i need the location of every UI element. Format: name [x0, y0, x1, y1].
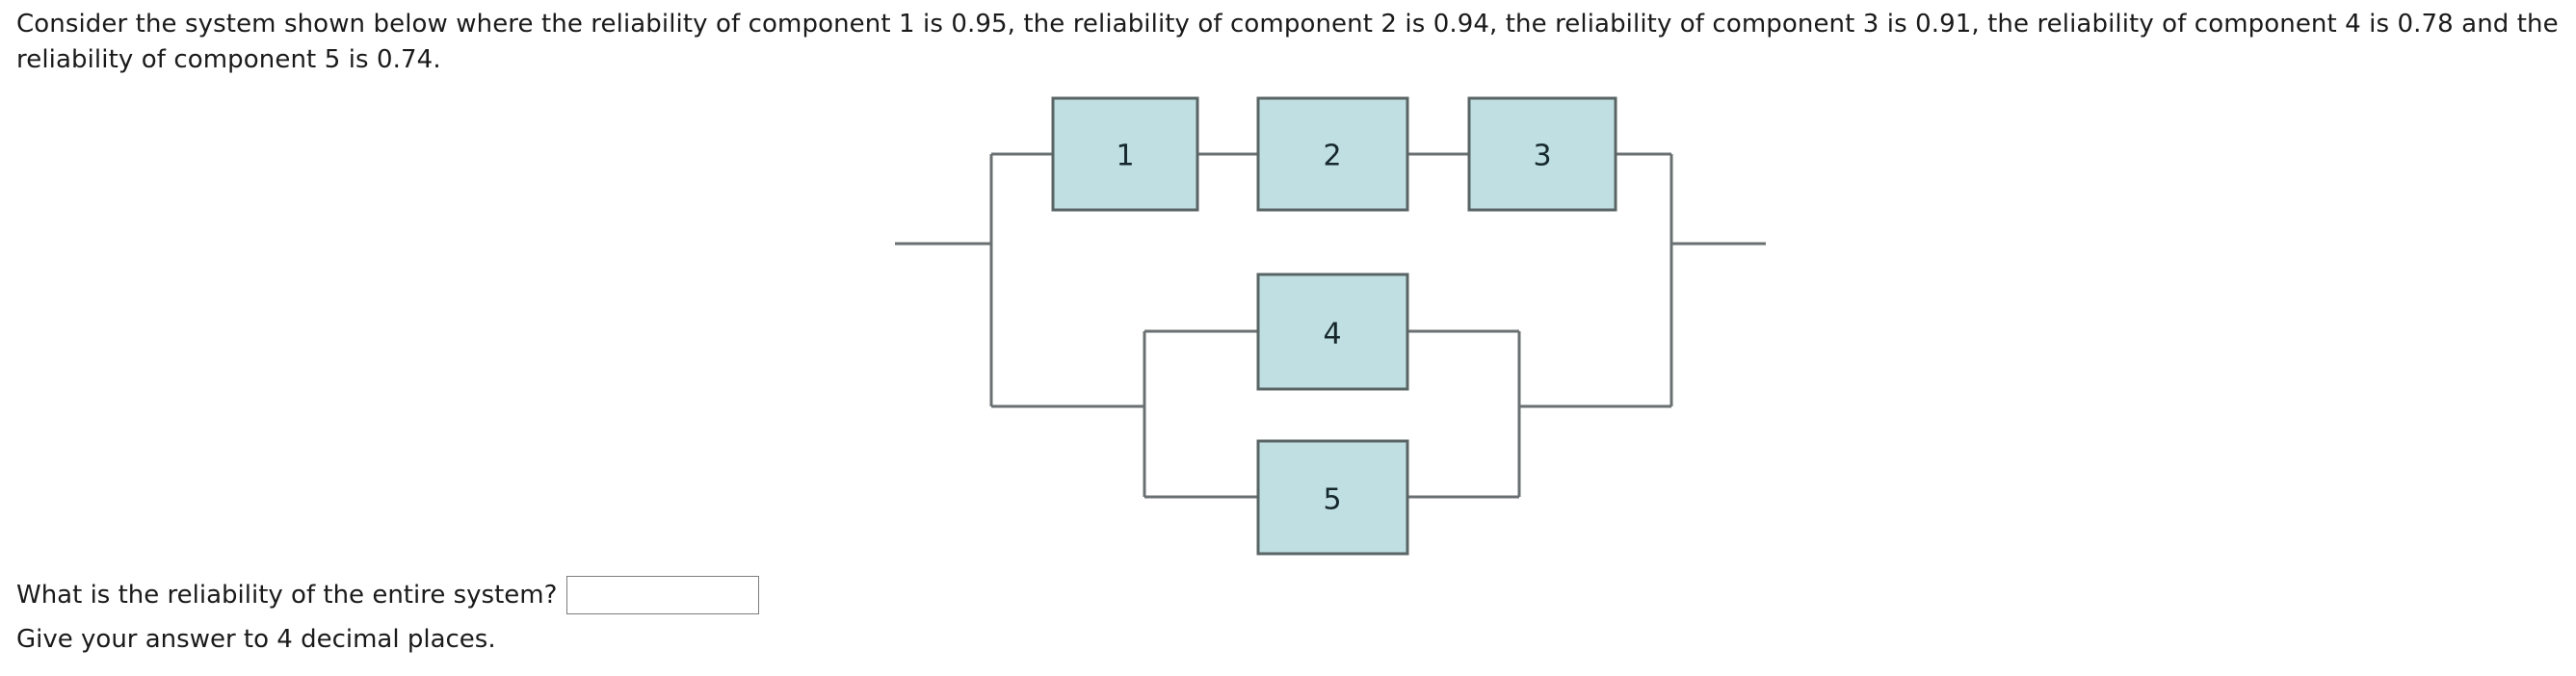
problem-statement: Consider the system shown below where th…: [16, 10, 2559, 74]
question-label: What is the reliability of the entire sy…: [16, 581, 558, 610]
component-block-5-label: 5: [1323, 483, 1341, 517]
component-block-3-label: 3: [1533, 140, 1551, 173]
reliability-block-diagram: 1 2 3 4 5: [895, 96, 1766, 556]
component-block-1-label: 1: [1116, 140, 1134, 173]
component-block-2: 2: [1256, 96, 1409, 212]
component-block-5: 5: [1256, 439, 1409, 556]
answer-precision-hint: Give your answer to 4 decimal places.: [16, 625, 496, 654]
component-block-1: 1: [1051, 96, 1199, 212]
component-block-2-label: 2: [1323, 140, 1341, 173]
component-block-4-label: 4: [1323, 318, 1341, 351]
component-block-4: 4: [1256, 273, 1409, 391]
answer-input[interactable]: [566, 576, 760, 614]
component-block-3: 3: [1467, 96, 1617, 212]
question-row: What is the reliability of the entire sy…: [16, 576, 760, 614]
